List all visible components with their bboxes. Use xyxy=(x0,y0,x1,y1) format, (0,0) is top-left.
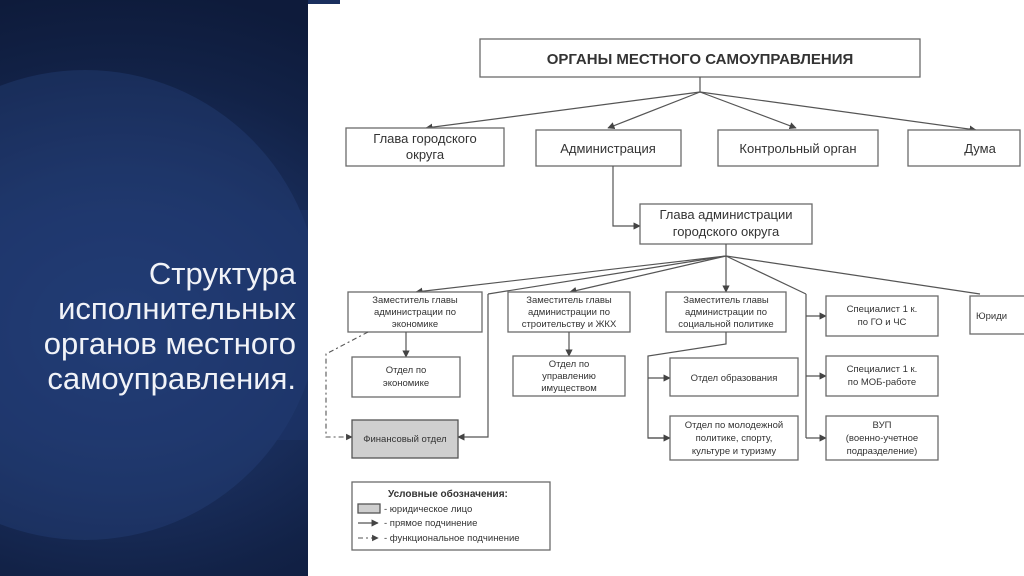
deputy-construction-box xyxy=(507,291,631,333)
deputy-social-label-3: социальной политике xyxy=(678,319,773,330)
legend-legal-swatch xyxy=(357,503,381,514)
arrow-head-spec-line xyxy=(725,255,807,295)
spec-mob-box xyxy=(825,355,939,397)
deputy-economy-label-3: экономике xyxy=(392,319,438,330)
dept-youth-label-2: политике, спорту, xyxy=(696,433,773,444)
administration-box xyxy=(535,129,682,167)
org-structure-diagram: ОРГАНЫ МЕСТНОГО САМОУПРАВЛЕНИЯ Глава гор… xyxy=(325,38,1024,551)
legal-box xyxy=(969,295,1024,335)
spec-vup-label-1: ВУП xyxy=(873,420,892,431)
glava-box xyxy=(345,127,505,167)
dept-youth-label-1: Отдел по молодежной xyxy=(685,420,783,431)
legend-legal-label: - юридическое лицо xyxy=(384,504,472,515)
arrow-admin-head xyxy=(612,166,641,230)
spec-vup-label-2: (военно-учетное xyxy=(846,433,918,444)
dept-finance-box xyxy=(351,419,459,459)
arrow-head-legal xyxy=(725,255,981,295)
dept-economy-label-2: экономике xyxy=(383,378,429,389)
administration-label: Администрация xyxy=(560,141,656,156)
dept-economy-label-1: Отдел по xyxy=(386,365,427,376)
dept-youth-box xyxy=(669,415,799,461)
arrow-head-direct-finance xyxy=(487,255,727,295)
spec-mob-label-2: по МОБ-работе xyxy=(848,377,916,388)
arrow-root-control xyxy=(699,91,797,130)
arrow-root-duma xyxy=(699,91,977,133)
head-admin-box xyxy=(639,203,813,245)
slide-title: Структура исполнительных органов местног… xyxy=(43,256,296,396)
decorative-band xyxy=(0,210,308,440)
arrow-root-glava xyxy=(425,91,701,131)
deputy-economy-label-2: администрации по xyxy=(374,307,456,318)
duma-box xyxy=(907,129,1021,167)
spec-go-box xyxy=(825,295,939,337)
spec-go-label-2: по ГО и ЧС xyxy=(858,317,907,328)
deputy-construction-label-3: строительству и ЖКХ xyxy=(522,319,617,330)
glava-label-1: Глава городского xyxy=(373,131,476,146)
deputy-social-label-2: администрации по xyxy=(685,307,767,318)
legend-box xyxy=(351,481,551,551)
deputy-economy-box xyxy=(347,291,483,333)
head-admin-label-2: городского округа xyxy=(673,224,780,239)
dept-education-label: Отдел образования xyxy=(691,373,778,384)
dept-property-label-2: управлению xyxy=(542,371,596,382)
deputy-social-label-1: Заместитель главы xyxy=(683,295,769,306)
dept-finance-label: Финансовый отдел xyxy=(363,434,446,445)
arrow-direct-finance xyxy=(457,294,489,441)
spec-vup-label-3: подразделение) xyxy=(847,446,918,457)
deputy-construction-label-2: администрации по xyxy=(528,307,610,318)
dept-economy-box xyxy=(351,356,461,398)
decorative-circle xyxy=(0,70,308,540)
dept-youth-label-3: культуре и туризму xyxy=(692,446,776,457)
dept-property-box xyxy=(512,355,626,397)
spec-mob-label-1: Специалист 1 к. xyxy=(847,364,918,375)
arrow-head-dep-economy xyxy=(415,255,727,295)
legend-functional-label: - функциональное подчинение xyxy=(384,533,520,544)
spec-go-label-1: Специалист 1 к. xyxy=(847,304,918,315)
duma-label: Дума xyxy=(964,141,996,156)
legend-title: Условные обозначения: xyxy=(388,488,508,500)
dept-property-label-3: имуществом xyxy=(541,383,597,394)
deputy-construction-label-1: Заместитель главы xyxy=(526,295,612,306)
arrow-root-admin xyxy=(607,91,701,129)
top-accent-bar xyxy=(308,0,340,4)
arrow-head-dep-construction xyxy=(569,255,727,295)
title-panel: Структура исполнительных органов местног… xyxy=(0,0,308,576)
legal-label: Юриди xyxy=(976,311,1007,322)
arrow-functional-finance xyxy=(325,331,369,441)
control-label: Контрольный орган xyxy=(739,141,856,156)
head-admin-label-1: Глава администрации xyxy=(659,207,792,222)
spec-vup-box xyxy=(825,415,939,461)
legend-direct-label: - прямое подчинение xyxy=(384,518,477,529)
root-label: ОРГАНЫ МЕСТНОГО САМОУПРАВЛЕНИЯ xyxy=(547,51,854,68)
deputy-economy-label-1: Заместитель главы xyxy=(372,295,458,306)
dept-education-box xyxy=(669,357,799,397)
glava-label-2: округа xyxy=(406,147,445,162)
dept-property-label-1: Отдел по xyxy=(549,359,590,370)
control-box xyxy=(717,129,879,167)
